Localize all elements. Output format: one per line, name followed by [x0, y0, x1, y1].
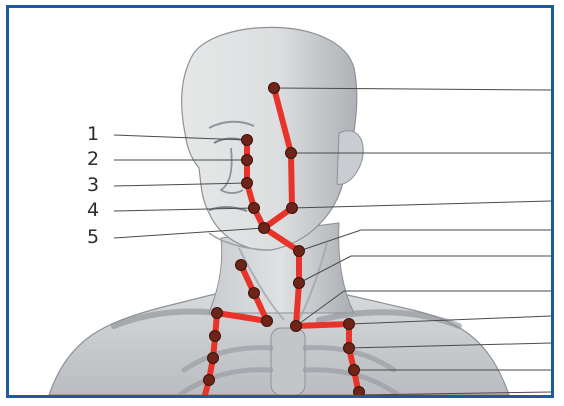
label-1: 1	[87, 125, 99, 144]
point-chest-left-2	[208, 353, 219, 364]
label-3: 3	[87, 176, 99, 195]
point-cheek	[286, 148, 297, 159]
label-2: 2	[87, 150, 99, 169]
point-chest-left-3	[204, 375, 215, 386]
point-chest-left-1	[210, 331, 221, 342]
point-neck-base	[291, 321, 302, 332]
point-face-3	[242, 178, 253, 189]
point-left-branch-bottom	[262, 316, 273, 327]
point-neck-2	[294, 278, 305, 289]
point-neck-1	[294, 246, 305, 257]
diagram-frame: 1 2 3 4 5	[6, 5, 554, 398]
point-head-top	[269, 83, 280, 94]
point-left-branch-top	[236, 260, 247, 271]
point-chest-right-3	[354, 387, 365, 396]
point-left-branch-mid	[249, 288, 260, 299]
label-4: 4	[87, 201, 99, 220]
channel-clavicle	[296, 324, 349, 326]
point-face-2	[242, 155, 253, 166]
label-5: 5	[87, 228, 99, 247]
point-clavicle-right	[344, 319, 355, 330]
point-jaw	[287, 203, 298, 214]
point-clavicle-left	[212, 308, 223, 319]
point-face-4	[249, 203, 260, 214]
point-chest-right-2	[349, 365, 360, 376]
ear	[337, 131, 363, 185]
sternum	[271, 328, 305, 395]
point-face-1	[242, 135, 253, 146]
point-chest-right-1	[344, 343, 355, 354]
point-face-5	[259, 223, 270, 234]
